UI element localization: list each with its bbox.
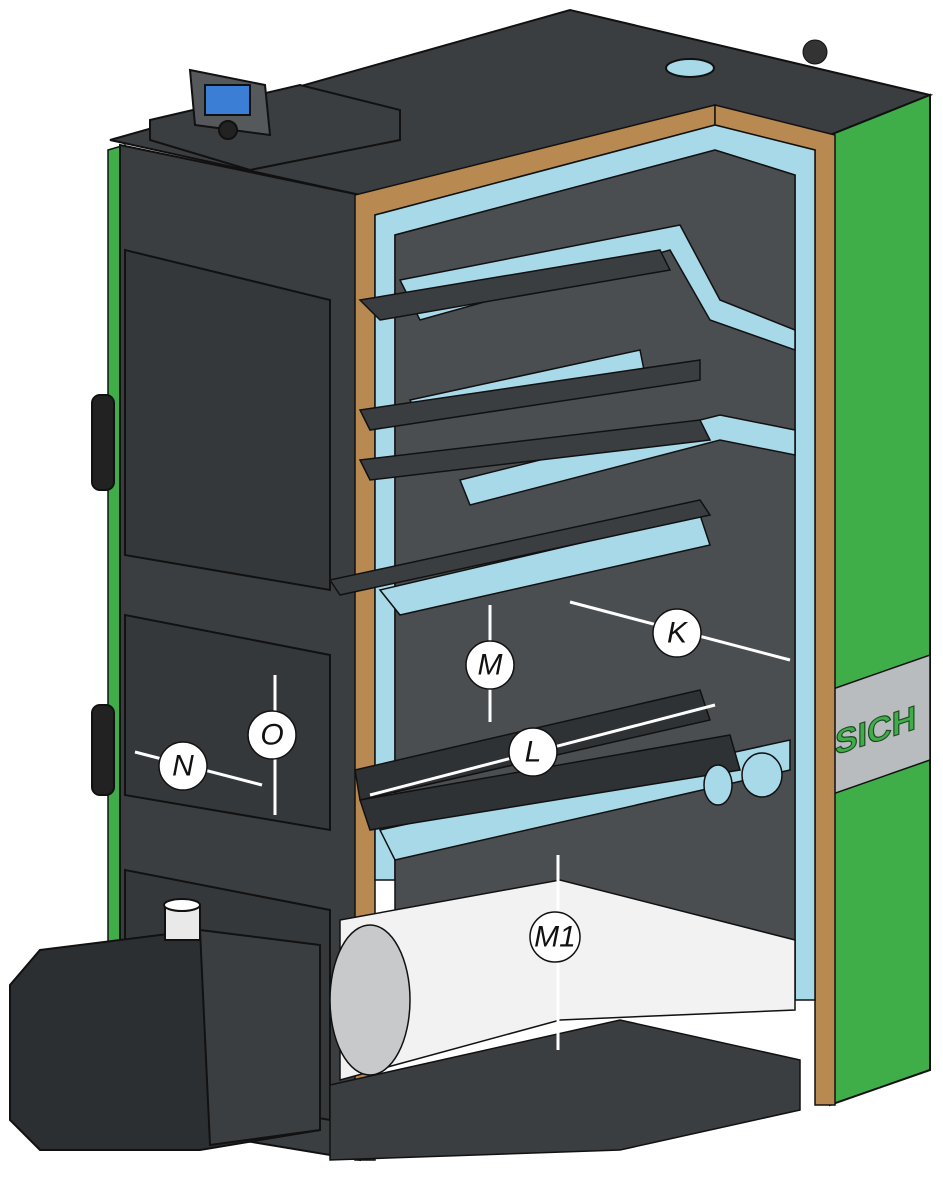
dimension-label-k: K xyxy=(652,608,702,658)
svg-text:O: O xyxy=(260,719,283,752)
control-panel xyxy=(149,68,401,172)
controller-knob xyxy=(218,120,238,140)
svg-text:M: M xyxy=(478,649,503,682)
dimension-label-o: O xyxy=(247,710,297,760)
svg-text:M1: M1 xyxy=(534,921,576,954)
dimension-label-m: M xyxy=(465,640,515,690)
ash-tray xyxy=(329,1019,801,1161)
safety-ball xyxy=(802,39,828,65)
svg-text:L: L xyxy=(525,736,542,769)
svg-text:K: K xyxy=(667,617,689,650)
right-side-panel xyxy=(829,93,931,1107)
controller-display xyxy=(204,84,251,116)
svg-text:N: N xyxy=(172,750,194,783)
pellet-burner xyxy=(9,898,321,1151)
flue-outlet xyxy=(665,58,715,78)
upper-door xyxy=(124,248,331,592)
dimension-label-n: N xyxy=(158,741,208,791)
upper-door-handle xyxy=(91,394,115,491)
burner-tube xyxy=(329,924,411,1076)
combustion-chamber xyxy=(339,879,796,1081)
dimension-label-m1: M1 xyxy=(529,911,581,963)
middle-door-handle xyxy=(91,704,115,796)
dimension-label-l: L xyxy=(508,727,558,777)
